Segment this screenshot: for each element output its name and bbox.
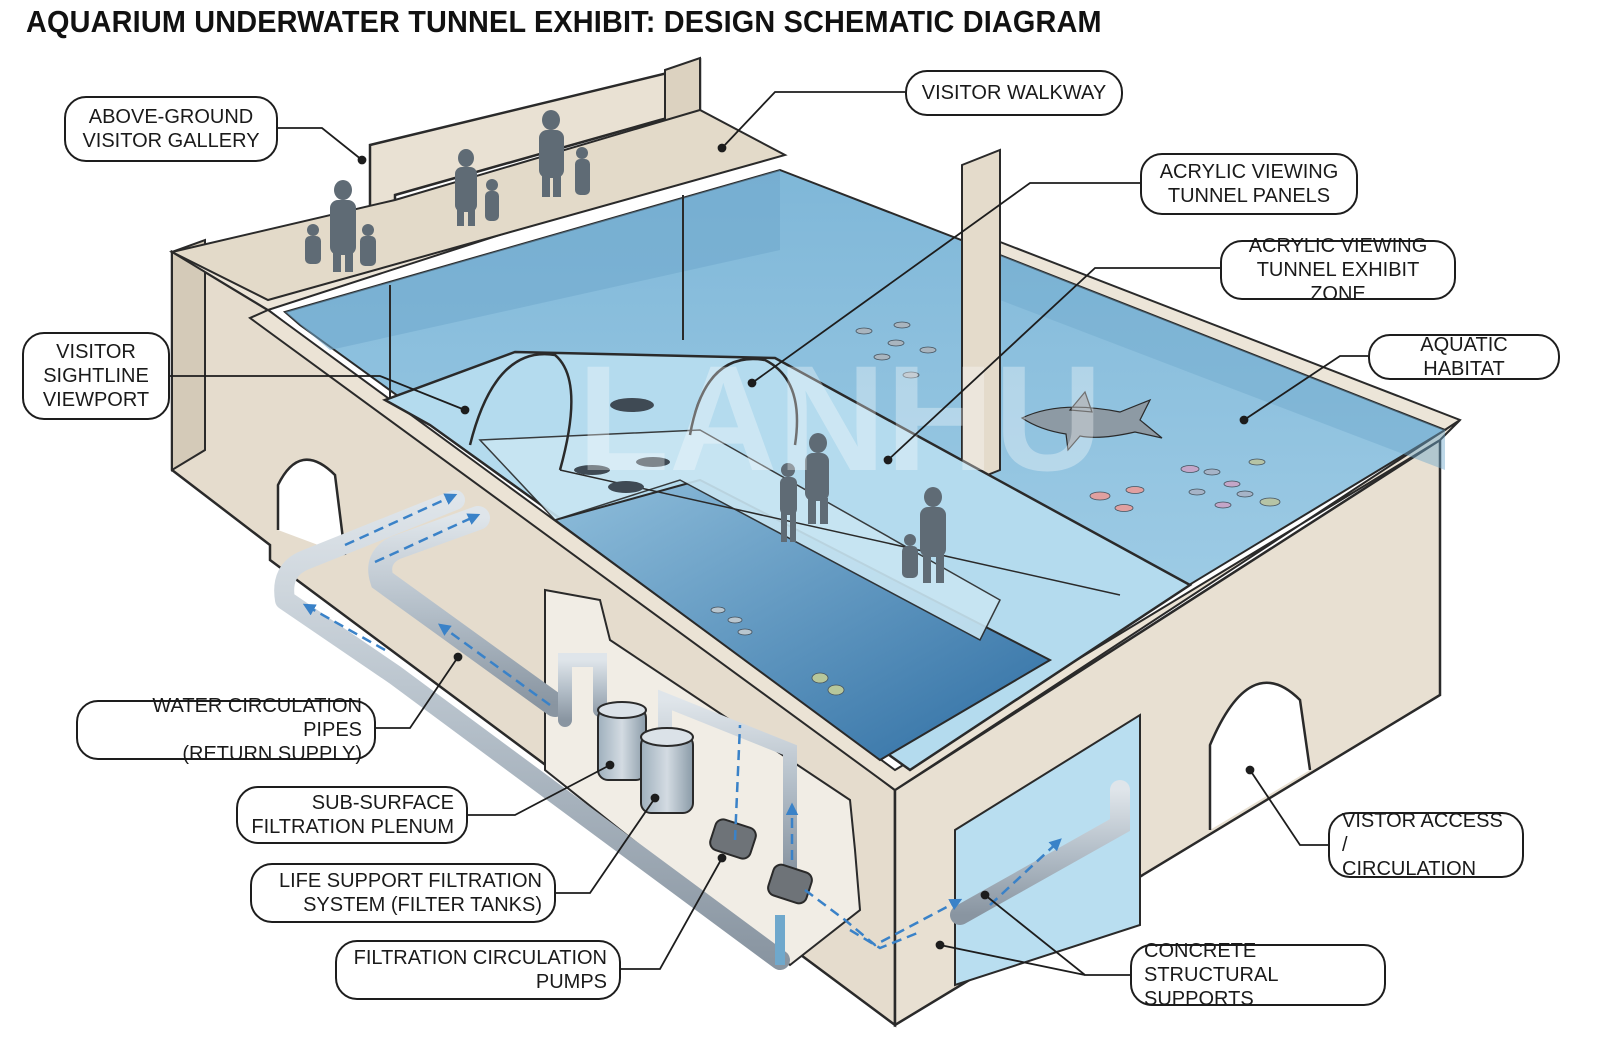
penguin-group [574,398,670,493]
vertical-pipe [558,653,607,727]
gallery-floor [169,108,788,302]
return-pipe [274,490,790,970]
callout-aquatic-habitat: AQUATIC HABITAT [1368,334,1560,380]
page-title: AQUARIUM UNDERWATER TUNNEL EXHIBIT: DESI… [26,4,1102,39]
access-opening-shape [954,713,1141,987]
watermark: LANHU [578,334,1103,502]
gallery-family-3 [539,110,590,197]
filter-tank-2 [640,727,694,814]
water-back-wall [285,170,780,350]
callout-sightline-viewport: VISITOR SIGHTLINE VIEWPORT [22,332,170,420]
shark-icon [1020,390,1163,452]
supply-pipe [368,506,567,717]
callout-filtration-plenum: SUB-SURFACE FILTRATION PLENUM [236,786,468,844]
callout-circulation-pumps: FILTRATION CIRCULATION PUMPS [335,940,621,1000]
pump-1-icon [709,818,757,860]
acrylic-arch-left [468,352,573,471]
acrylic-tunnel [382,350,1193,772]
callout-circulation-pipes: WATER CIRCULATION PIPES (RETURN SUPPLY) [76,695,376,765]
leader-lines [170,91,1368,976]
plumbing-cutaway [274,490,1141,987]
callout-acrylic-panels: ACRYLIC VIEWING TUNNEL PANELS [1140,153,1358,215]
access-pipe [950,780,1130,925]
callout-structural-supports: CONCRETE STRUCTURAL SUPPORTS [1130,940,1386,1010]
callout-visitor-access: VISTOR ACCESS / CIRCULATION [1328,810,1524,880]
gallery-family-1 [305,180,376,272]
fish-school-channel [710,606,845,696]
left-end-face [171,238,206,472]
marine-life [574,321,1281,696]
acrylic-arch-right [688,357,799,446]
tunnel-inner-wall [478,429,1001,642]
flow-arrows [302,493,1062,950]
callout-above-ground-gallery: ABOVE-GROUND VISITOR GALLERY [64,96,278,162]
callout-exhibit-zone: ACRYLIC VIEWING TUNNEL EXHIBIT ZONE [1220,235,1456,305]
fish-school-upper [855,321,937,379]
fish-school-lower [1089,458,1281,512]
tunnel-channel [552,478,1053,762]
right-arch [1208,681,1312,830]
top-rim-front [248,308,1461,792]
visitor-figures [305,110,946,583]
callout-visitor-walkway: VISITOR WALKWAY [905,70,1123,116]
walkway-edge [559,469,1121,596]
tunnel-family-1 [780,433,829,542]
left-arch [276,458,347,556]
tunnel-family-2 [902,487,946,583]
gallery-family-2 [455,149,499,226]
pump-2-icon [767,863,813,905]
callout-life-support: LIFE SUPPORT FILTRATION SYSTEM (FILTER T… [250,863,556,923]
water-right-wall [1000,255,1445,470]
support-column [961,148,1001,487]
